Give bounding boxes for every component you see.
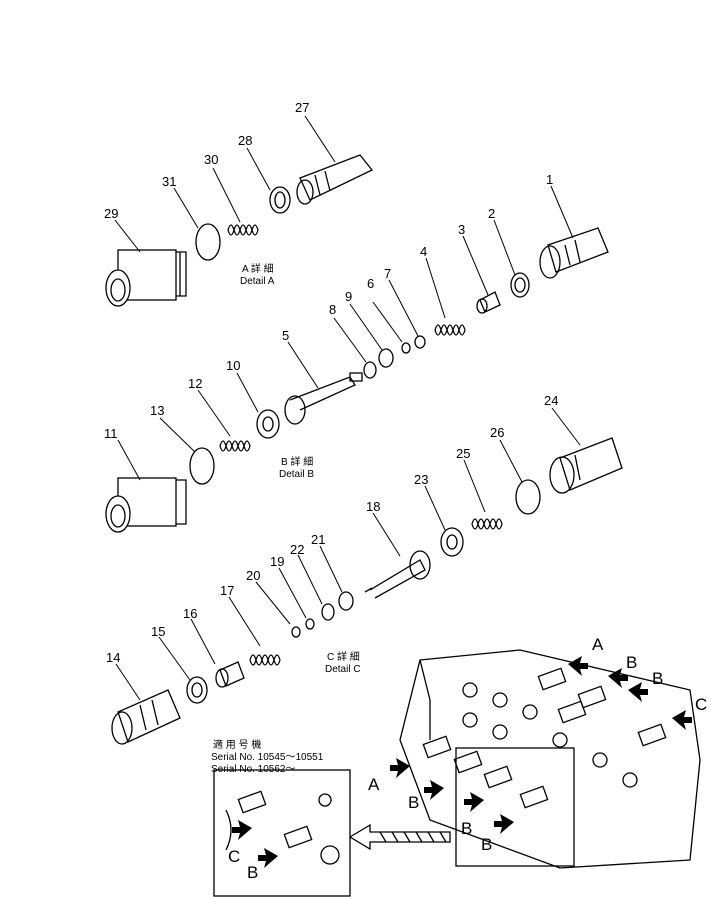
callout-30: 30 bbox=[204, 152, 218, 167]
detail-b-en: Detail B bbox=[279, 469, 314, 480]
callout-28: 28 bbox=[238, 133, 252, 148]
callout-7: 7 bbox=[384, 266, 391, 281]
callout-31: 31 bbox=[162, 174, 176, 189]
callout-3: 3 bbox=[458, 222, 465, 237]
serial-heading: 適 用 号 機 bbox=[213, 738, 261, 751]
part-8-ring bbox=[363, 361, 377, 379]
part-30-spring bbox=[227, 224, 259, 236]
callout-29: 29 bbox=[104, 206, 118, 221]
part-19-ring bbox=[305, 618, 315, 630]
letter-b-top-1: B bbox=[626, 653, 637, 672]
part-3-collar bbox=[476, 291, 501, 314]
callout-4: 4 bbox=[420, 244, 427, 259]
part-2-ring bbox=[510, 272, 530, 298]
detail-a-en: Detail A bbox=[240, 276, 275, 287]
callout-18: 18 bbox=[366, 499, 380, 514]
callout-20: 20 bbox=[246, 568, 260, 583]
part-6-ring bbox=[401, 342, 411, 354]
part-24-plug bbox=[549, 437, 623, 494]
letter-b-left: B bbox=[408, 793, 419, 812]
leader-lines bbox=[114, 115, 581, 701]
detail-b-jp: B 詳 細 bbox=[281, 455, 313, 468]
part-31-o-ring bbox=[195, 223, 221, 261]
detail-c-jp: C 詳 細 bbox=[327, 650, 360, 663]
letter-b-frame-1: B bbox=[461, 819, 472, 838]
part-18-spool bbox=[364, 550, 431, 599]
serial-line-1: Serial No. 10545～10551 bbox=[211, 752, 324, 763]
part-1-housing bbox=[539, 227, 609, 279]
callout-1: 1 bbox=[546, 172, 553, 187]
callout-24: 24 bbox=[544, 393, 558, 408]
part-25-spring bbox=[471, 518, 503, 530]
part-5-spool bbox=[284, 372, 363, 425]
part-11-plug bbox=[105, 477, 187, 533]
serial-line-2: Serial No. 10562～ bbox=[211, 764, 296, 775]
detail-c-en: Detail C bbox=[325, 664, 361, 675]
part-17-spring bbox=[249, 654, 281, 666]
letter-a-left: A bbox=[368, 775, 380, 794]
letter-c-top: C bbox=[695, 695, 707, 714]
part-23-nut bbox=[440, 527, 464, 557]
callout-21: 21 bbox=[311, 532, 325, 547]
part-7-ring bbox=[414, 335, 426, 349]
part-15-ring bbox=[186, 676, 208, 704]
part-4-spring bbox=[434, 324, 466, 336]
zoom-frame bbox=[455, 747, 575, 867]
part-9-ring bbox=[378, 348, 394, 368]
part-13-o-ring bbox=[189, 447, 215, 485]
part-22-ring bbox=[321, 603, 335, 621]
letter-b-top-2: B bbox=[652, 669, 663, 688]
detail-a-jp: A 詳 細 bbox=[242, 262, 274, 275]
part-16-collar bbox=[215, 661, 245, 688]
letter-b-frame-2: B bbox=[481, 835, 492, 854]
callout-19: 19 bbox=[270, 554, 284, 569]
part-14-housing bbox=[111, 689, 181, 745]
letter-c-inset: C bbox=[228, 847, 240, 866]
letter-b-inset: B bbox=[247, 863, 258, 882]
part-26-o-ring bbox=[515, 479, 541, 515]
part-10-nut bbox=[256, 409, 280, 439]
callout-23: 23 bbox=[414, 472, 428, 487]
callout-15: 15 bbox=[151, 624, 165, 639]
callout-27: 27 bbox=[295, 100, 309, 115]
callout-26: 26 bbox=[490, 425, 504, 440]
callout-11: 11 bbox=[104, 426, 118, 441]
callout-22: 22 bbox=[290, 542, 304, 557]
callout-9: 9 bbox=[345, 289, 352, 304]
callout-13: 13 bbox=[150, 403, 164, 418]
part-29-plug bbox=[105, 249, 187, 307]
callout-5: 5 bbox=[282, 328, 289, 343]
letter-a-top: A bbox=[592, 635, 604, 654]
callout-6: 6 bbox=[367, 276, 374, 291]
callout-17: 17 bbox=[220, 583, 234, 598]
callout-16: 16 bbox=[183, 606, 197, 621]
callout-8: 8 bbox=[329, 302, 336, 317]
part-12-spring bbox=[219, 440, 251, 452]
part-28-ring bbox=[269, 186, 291, 214]
callout-14: 14 bbox=[106, 650, 120, 665]
inset-detail bbox=[213, 769, 351, 897]
callout-12: 12 bbox=[188, 376, 202, 391]
pointer-arrows bbox=[232, 656, 692, 868]
callout-25: 25 bbox=[456, 446, 470, 461]
part-21-ring bbox=[338, 591, 354, 611]
hatched-arrow bbox=[348, 823, 451, 851]
part-27-sleeve bbox=[296, 154, 374, 205]
part-20-ring bbox=[291, 626, 301, 638]
callout-2: 2 bbox=[488, 206, 495, 221]
callout-10: 10 bbox=[226, 358, 240, 373]
